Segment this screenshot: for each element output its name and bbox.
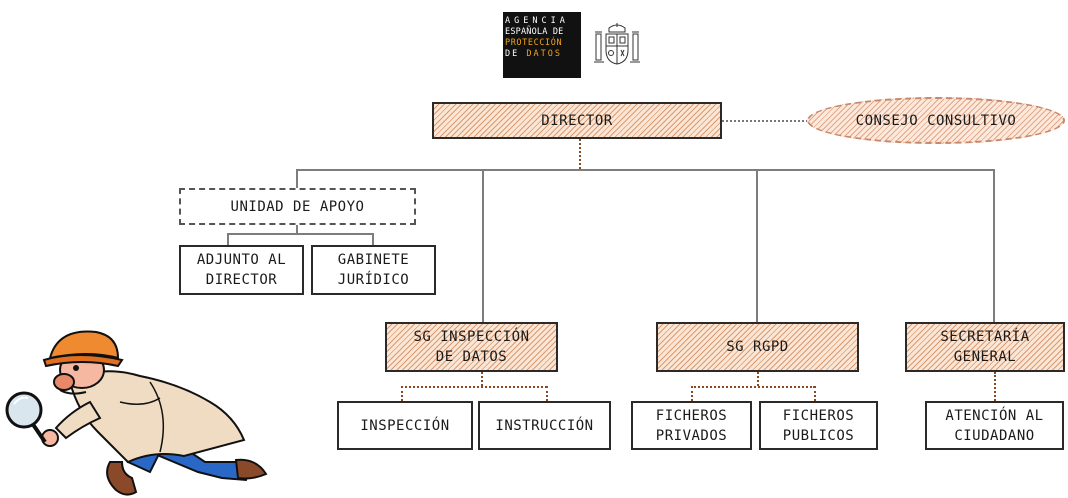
connector [481,372,483,386]
logo-line-3: PROTECCIÓN [505,38,563,48]
connector [482,169,484,322]
node-atencion-al-ciudadano: ATENCIÓN AL CIUDADANO [925,401,1064,450]
connector [994,372,996,401]
node-ficheros-privados: FICHEROS PRIVADOS [631,401,752,450]
node-sg-inspeccion: SG INSPECCIÓN DE DATOS [385,322,558,372]
agency-logo-text: AGENCIA ESPAÑOLA DE PROTECCIÓN DE DATOS [503,12,581,78]
node-secretaria-general: SECRETARÍA GENERAL [905,322,1065,372]
connector [296,169,994,171]
logo-line-1: AGENCIA [505,16,569,26]
connector [579,139,581,169]
node-director: DIRECTOR [432,102,722,139]
node-gabinete-juridico: GABINETE JURÍDICO [311,245,436,295]
connector [296,225,298,234]
node-adjunto-al-director: ADJUNTO AL DIRECTOR [179,245,304,295]
connector [691,386,815,388]
connector [401,386,403,401]
connector [814,386,816,401]
connector [401,386,547,388]
connector [757,372,759,386]
connector [691,386,693,401]
logo-line-4: DE DATOS [505,49,562,59]
connector [546,386,548,401]
node-inspeccion: INSPECCIÓN [337,401,473,450]
agency-logo: AGENCIA ESPAÑOLA DE PROTECCIÓN DE DATOS [503,12,658,78]
connector [372,233,374,245]
connector [722,120,808,122]
connector [296,169,298,188]
node-instruccion: INSTRUCCIÓN [478,401,611,450]
node-sg-rgpd: SG RGPD [656,322,859,372]
coat-of-arms-icon [594,23,640,65]
node-consejo-consultivo: CONSEJO CONSULTIVO [807,97,1065,144]
node-unidad-de-apoyo: UNIDAD DE APOYO [179,188,416,225]
detective-magnifier-icon [5,330,268,496]
connector [756,169,758,322]
connector [993,169,995,322]
logo-line-2: ESPAÑOLA DE [505,27,564,37]
connector [227,233,373,235]
node-ficheros-publicos: FICHEROS PUBLICOS [759,401,878,450]
connector [227,233,229,245]
